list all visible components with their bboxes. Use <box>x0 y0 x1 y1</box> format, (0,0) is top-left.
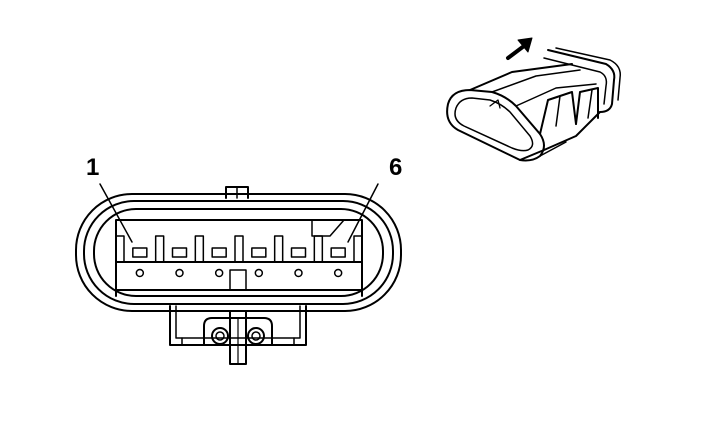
center-slot <box>229 269 247 291</box>
pin-window <box>251 247 267 258</box>
pin-6-label: 6 <box>389 154 403 181</box>
rail-hole <box>214 268 224 278</box>
rail-hole <box>254 268 264 278</box>
rail-holes <box>135 268 343 278</box>
rail-hole <box>294 268 303 278</box>
iso-key-mark <box>489 99 501 109</box>
rail-hole <box>333 268 343 278</box>
outer-shell <box>75 193 402 312</box>
pin-window <box>290 247 307 258</box>
polarization-key <box>311 219 345 237</box>
rail-hole <box>135 268 145 278</box>
pin-6-leader <box>347 183 379 243</box>
terminal-comb <box>115 235 363 263</box>
connector-front-view <box>75 186 402 365</box>
base-rail <box>115 261 363 291</box>
pin-window <box>132 247 148 258</box>
pin-window <box>330 247 346 258</box>
comb-profile <box>115 235 363 263</box>
iso-rear-flange <box>547 49 616 113</box>
pin-1-label: 1 <box>86 154 100 181</box>
arrow-icon <box>506 37 533 60</box>
pin-1-leader <box>99 183 133 243</box>
inner-shell <box>93 208 384 297</box>
cavity-wall <box>115 219 363 297</box>
connector-isometric-view <box>446 37 622 162</box>
lock-clip <box>203 311 273 365</box>
rail-hole <box>175 268 184 278</box>
pin-window <box>171 247 188 258</box>
pin-window <box>211 247 227 258</box>
middle-shell <box>83 200 394 305</box>
